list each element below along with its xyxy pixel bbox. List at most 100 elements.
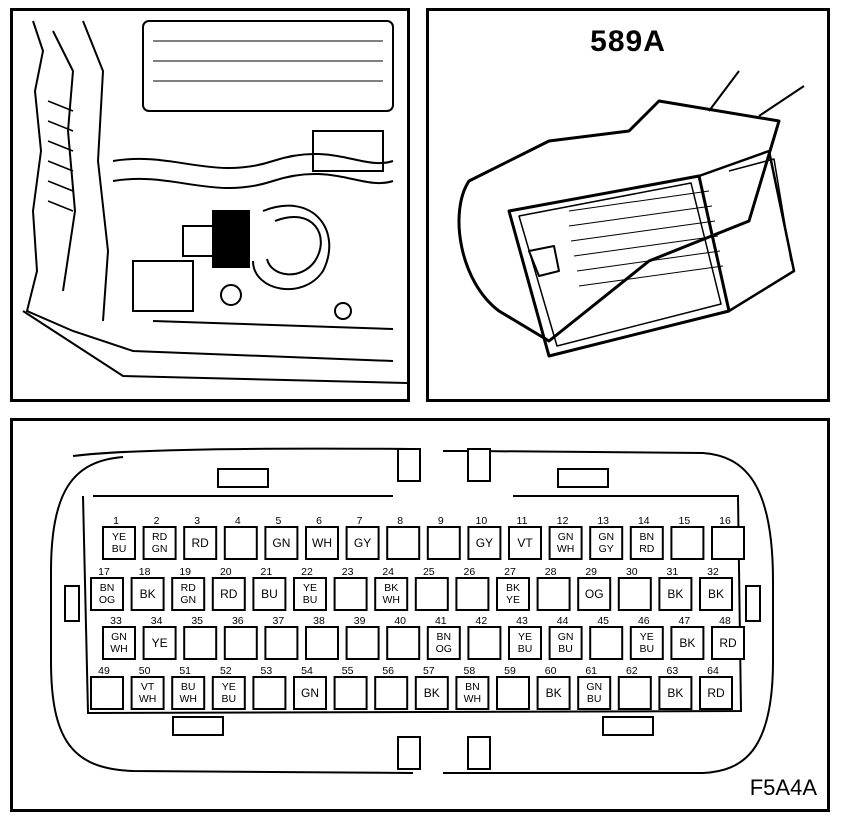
pin-number: 50 — [139, 665, 151, 677]
pin-number: 11 — [517, 515, 528, 527]
wire-color: GN — [272, 536, 290, 550]
wire-color: BK — [679, 636, 695, 650]
wire-color: WH — [179, 693, 197, 705]
pin-number: 27 — [504, 566, 516, 578]
pin-16: 16 — [711, 515, 745, 560]
pin-number: 59 — [504, 665, 516, 677]
pin-8: 8 — [386, 515, 421, 560]
wire-color: BK — [140, 587, 156, 601]
pin-cavity — [414, 577, 449, 611]
pin-number: 26 — [464, 566, 476, 578]
pin-number: 31 — [667, 566, 679, 578]
wire-color: BU — [518, 643, 533, 655]
wire-color: GN — [111, 631, 127, 643]
pin-number: 64 — [707, 665, 719, 677]
pin-number: 4 — [235, 515, 241, 527]
pin-number: 48 — [719, 615, 731, 627]
pin-28: 28 — [536, 566, 571, 611]
wire-color: BN — [100, 582, 115, 594]
pin-cavity — [171, 577, 206, 611]
pin-cavity — [426, 626, 461, 660]
pin-cavity — [658, 577, 693, 611]
wire-color: GN — [152, 543, 168, 555]
pin-4: 4 — [223, 515, 258, 560]
wire-color: BK — [424, 686, 440, 700]
pin-38: 38 — [305, 615, 339, 660]
pin-cavity — [577, 577, 612, 611]
pin-cavity — [102, 626, 136, 660]
pin-5: 5GN — [264, 515, 299, 560]
wire-color: RD — [639, 543, 655, 555]
pin-number: 3 — [194, 515, 200, 527]
pin-number: 44 — [557, 615, 569, 627]
pin-cavity — [130, 577, 165, 611]
pin-6: 6WH — [305, 515, 339, 560]
pin-number: 47 — [679, 615, 691, 627]
pin-number: 62 — [626, 665, 638, 677]
pin-number: 13 — [597, 515, 609, 527]
pin-number: 20 — [220, 566, 232, 578]
pin-cavity — [333, 577, 368, 611]
wire-color: OG — [585, 587, 604, 601]
wire-color: VT — [141, 681, 155, 693]
pin-number: 35 — [191, 615, 203, 627]
pin-number: 25 — [423, 566, 435, 578]
wire-color: GN — [586, 681, 602, 693]
pin-cavity — [130, 676, 165, 710]
connector-outline — [50, 447, 774, 774]
pin-number: 2 — [154, 515, 160, 527]
pin-cavity — [589, 526, 624, 560]
pin-49: 49 — [90, 665, 124, 710]
pin-number: 12 — [557, 515, 569, 527]
wire-color: BU — [181, 681, 196, 693]
pin-cavity — [629, 626, 664, 660]
pin-number: 61 — [585, 665, 597, 677]
wire-color: GY — [599, 543, 614, 555]
pin-cavity — [223, 526, 258, 560]
wire-color: BN — [465, 681, 480, 693]
pin-number: 24 — [382, 566, 394, 578]
wire-color: BK — [667, 587, 683, 601]
pin-number: 32 — [707, 566, 719, 578]
pin-number: 19 — [179, 566, 191, 578]
wire-color: BN — [640, 531, 655, 543]
wire-color: BU — [303, 594, 318, 606]
pin-3: 3RD — [183, 515, 218, 560]
wire-color: YE — [152, 636, 168, 650]
pin-cavity — [508, 526, 542, 560]
pin-cavity — [589, 626, 624, 660]
pin-cavity — [211, 577, 246, 611]
pin-number: 5 — [275, 515, 281, 527]
pin-number: 22 — [301, 566, 313, 578]
wire-color: GY — [476, 536, 493, 550]
pin-cavity — [183, 526, 218, 560]
pin-number: 42 — [476, 615, 488, 627]
pin-number: 46 — [638, 615, 650, 627]
pin-number: 40 — [394, 615, 406, 627]
pin-cavity — [617, 676, 652, 710]
pin-cavity — [711, 626, 745, 660]
pin-42: 42 — [467, 615, 502, 660]
pin-cavity — [455, 676, 490, 710]
wire-color: RD — [192, 536, 210, 550]
pin-number: 29 — [585, 566, 597, 578]
pin-number: 8 — [397, 515, 403, 527]
pin-number: 58 — [464, 665, 476, 677]
pin-cavity — [252, 676, 287, 710]
pin-55: 55 — [333, 665, 368, 710]
wire-color: RD — [220, 587, 238, 601]
wire-color: RD — [181, 582, 197, 594]
pin-cavity — [536, 577, 571, 611]
